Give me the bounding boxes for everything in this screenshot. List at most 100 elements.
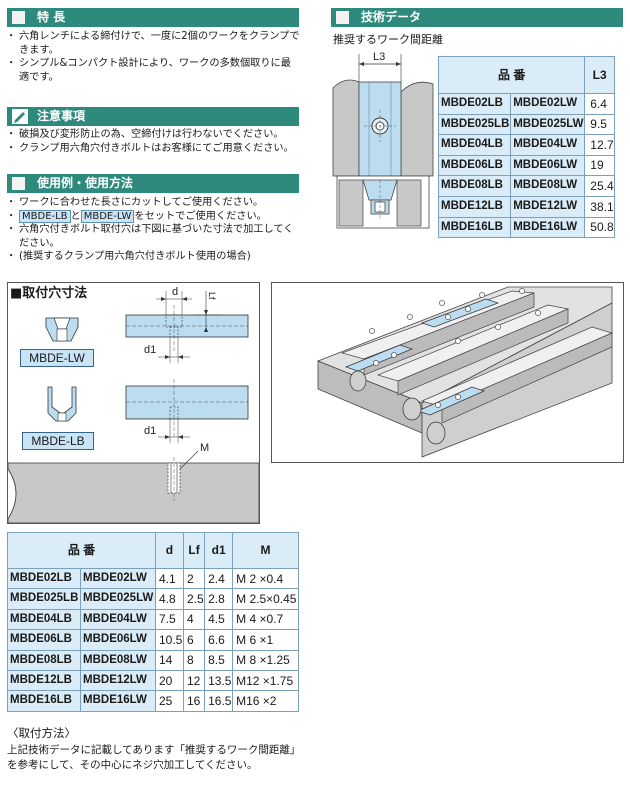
d-value: 4.1 — [154, 567, 184, 590]
l3-value: 25.4 — [584, 175, 615, 197]
d1-value: 4.5 — [204, 608, 234, 631]
col-part-number: 品 番 — [437, 56, 586, 94]
d1-value: 2.8 — [204, 588, 234, 610]
tech-header: 技術データ — [331, 8, 623, 27]
l3-dim-label: L3 — [373, 51, 385, 63]
col-l3: L3 — [584, 56, 615, 94]
work-distance-diagram: L3 — [332, 51, 434, 229]
col-lf: Lf — [182, 532, 206, 569]
lf-value: 2.5 — [182, 588, 206, 610]
l3-value: 50.8 — [584, 216, 615, 239]
part-lw: MBDE02LW — [80, 567, 156, 590]
lf-value: 2 — [182, 567, 206, 590]
usage-suffix: をセットでご使用ください。 — [134, 210, 267, 222]
lf-value: 4 — [182, 608, 206, 631]
features-title: 特 長 — [37, 10, 66, 24]
d-value: 10.5 — [154, 629, 184, 651]
part-lb: MBDE025LB — [6, 588, 82, 610]
usage-joiner: と — [70, 210, 81, 222]
part-lb: MBDE16LB — [437, 216, 512, 239]
part-lw: MBDE08LW — [510, 175, 586, 197]
part-lw: MBDE16LW — [510, 216, 586, 239]
mount-method-heading: 〈取付方法〉 — [7, 726, 76, 740]
usage-title: 使用例・使用方法 — [37, 176, 134, 190]
part-lw: MBDE06LW — [510, 154, 586, 177]
m-value: M 4 ×0.7 — [232, 608, 299, 631]
lf-value: 8 — [182, 649, 206, 671]
features-list: 六角レンチによる締付けで、一度に2個のワークをクランプできます。 シンプル&コン… — [6, 30, 301, 84]
d-value: 20 — [154, 669, 184, 692]
part-lb: MBDE06LB — [6, 629, 82, 651]
part-lb: MBDE025LB — [437, 113, 512, 136]
part-lw: MBDE04LW — [80, 608, 156, 631]
mbde-lb-label: MBDE-LB — [22, 432, 94, 450]
dim-d1-label-lb: d1 — [144, 425, 156, 437]
part-lw: MBDE02LW — [510, 93, 586, 115]
part-lb: MBDE16LB — [6, 690, 82, 712]
m-value: M 6 ×1 — [232, 629, 299, 651]
part-lb: MBDE02LB — [6, 567, 82, 590]
dim-d-label: d — [172, 286, 178, 298]
part-lw: MBDE12LW — [80, 669, 156, 692]
part-chip-lw: MBDE-LW — [80, 209, 135, 223]
l3-value: 12.7 — [584, 134, 615, 156]
part-lb: MBDE04LB — [437, 134, 512, 156]
dim-m-label: M — [200, 442, 209, 454]
feature-item: 六角レンチによる締付けで、一度に2個のワークをクランプできます。 — [6, 30, 301, 57]
d1-value: 8.5 — [204, 649, 234, 671]
usage-list: ワークに合わせた長さにカットしてご使用ください。 MBDE-LBとMBDE-LW… — [6, 196, 303, 264]
part-lb: MBDE12LB — [6, 669, 82, 692]
part-lw: MBDE04LW — [510, 134, 586, 156]
square-bullet-icon — [12, 11, 25, 24]
usage-item: ワークに合わせた長さにカットしてご使用ください。 — [6, 196, 303, 210]
lf-value: 12 — [182, 669, 206, 692]
tech-title: 技術データ — [361, 10, 422, 24]
l3-value: 19 — [584, 154, 615, 177]
usage-note: (推奨するクランプ用六角穴付きボルト使用の場合) — [6, 250, 303, 264]
d1-value: 2.4 — [204, 567, 234, 590]
col-d: d — [154, 532, 184, 569]
d-value: 14 — [154, 649, 184, 671]
mount-method-text: 上記技術データに記載してあります「推奨するワーク間距離」を参考にして、その中心に… — [7, 744, 301, 771]
part-lb: MBDE08LB — [6, 649, 82, 671]
square-bullet-icon — [336, 11, 349, 24]
m-value: M 2 ×0.4 — [232, 567, 299, 590]
caution-item: クランプ用六角穴付きボルトはお客様にてご用意ください。 — [6, 142, 301, 156]
dim-d1-label: d1 — [144, 344, 156, 356]
mounting-title: ■取付穴寸法 — [10, 286, 88, 301]
cautions-header: 注意事項 — [7, 107, 299, 126]
d-value: 7.5 — [154, 608, 184, 631]
part-lw: MBDE16LW — [80, 690, 156, 712]
m-value: M 2.5×0.45 — [232, 588, 299, 610]
part-lb: MBDE08LB — [437, 175, 512, 197]
d-value: 4.8 — [154, 588, 184, 610]
part-lw: MBDE025LW — [510, 113, 586, 136]
square-bullet-icon — [12, 177, 25, 190]
pencil-icon — [12, 109, 28, 124]
part-lb: MBDE04LB — [6, 608, 82, 631]
m-value: M16 ×2 — [232, 690, 299, 712]
part-lb: MBDE06LB — [437, 154, 512, 177]
part-lb: MBDE02LB — [437, 93, 512, 115]
l3-value: 9.5 — [584, 113, 615, 136]
l3-value: 38.1 — [584, 195, 615, 218]
usage-item: 六角穴付きボルト取付穴は下図に基づいた寸法で加工してください。 — [6, 223, 303, 250]
m-value: M 8 ×1.25 — [232, 649, 299, 671]
m-value: M12 ×1.75 — [232, 669, 299, 692]
col-d1: d1 — [204, 532, 234, 569]
part-lw: MBDE025LW — [80, 588, 156, 610]
part-lw: MBDE06LW — [80, 629, 156, 651]
isometric-clamp-illustration — [316, 286, 614, 458]
